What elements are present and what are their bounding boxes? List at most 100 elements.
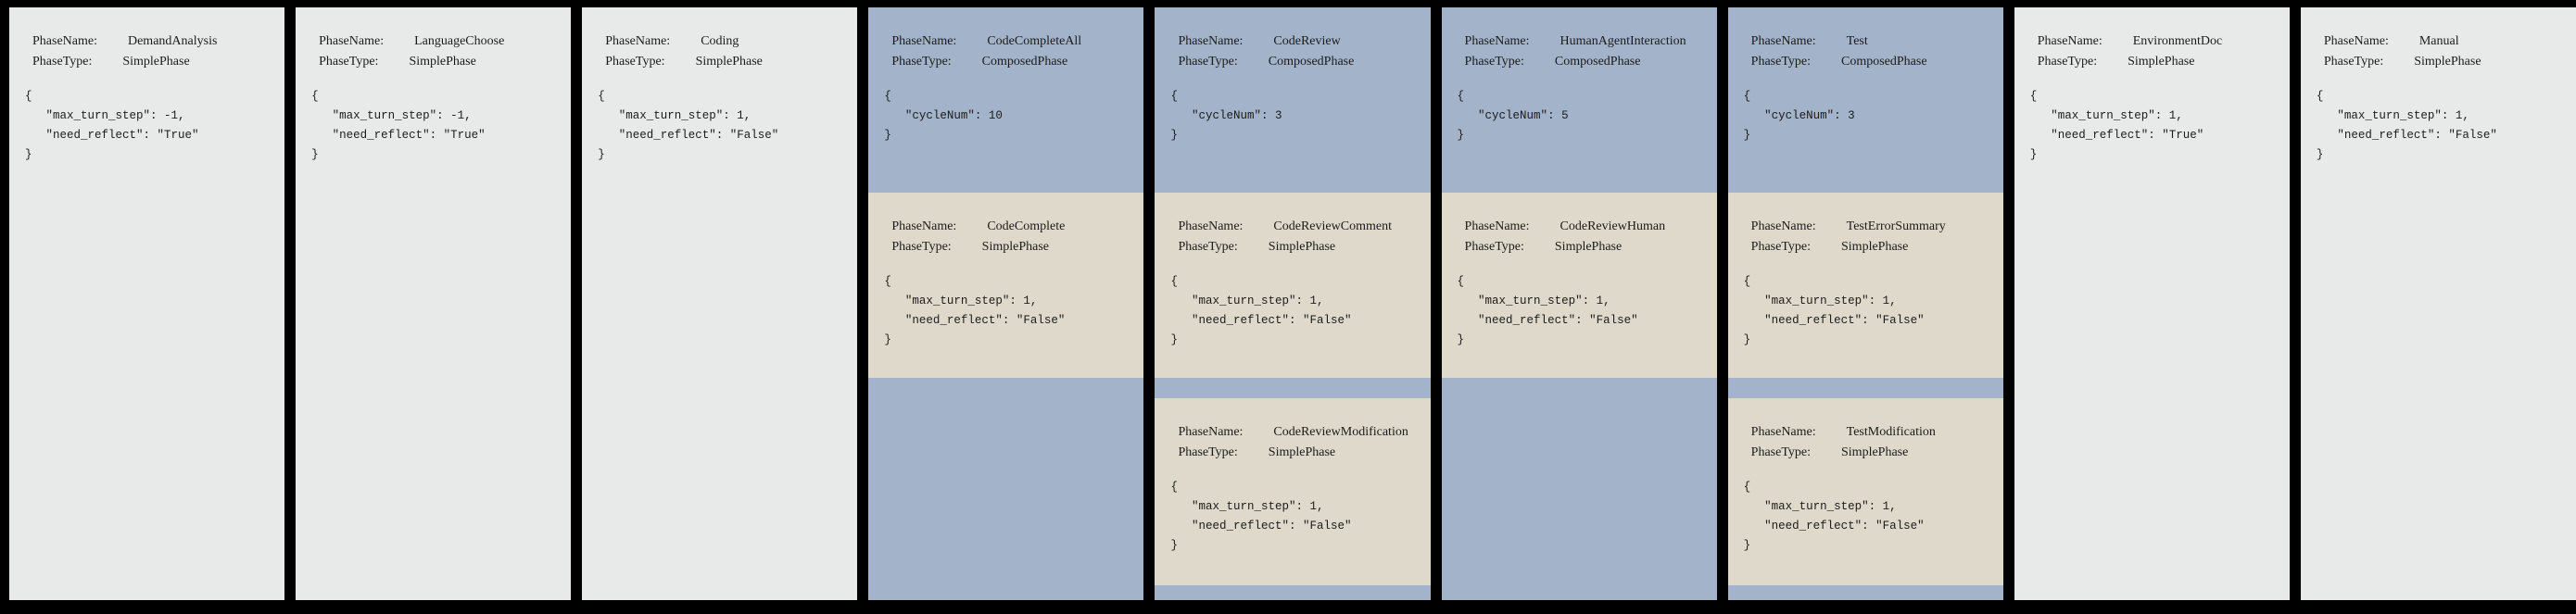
phase-type-value: SimplePhase [1268,240,1336,254]
phase-config-json: { "max_turn_step": 1, "need_reflect": "F… [598,90,779,161]
phase-card-test: PhaseName: Test PhaseType: ComposedPhase {… [1727,7,2003,600]
phase-name-row: PhaseName:LanguageChoose [319,31,563,52]
phase-name-row: PhaseName: HumanAgentInteraction [1465,31,1710,52]
phase-type-label: PhaseType: [2323,55,2384,69]
phase-name-label: PhaseName: [1464,219,1530,233]
phase-type-row: PhaseType:SimplePhase [319,52,563,72]
phase-name-row: PhaseName:CodeReviewModification [1178,422,1422,443]
card-content: PhaseName:Coding PhaseType:SimplePhase {… [582,7,857,165]
phase-card-code-complete-all: PhaseName:CodeCompleteAll PhaseType:Comp… [868,7,1144,600]
phase-name-label: PhaseName: [319,34,385,48]
phase-name-row: PhaseName:Coding [605,31,850,52]
phase-name-label: PhaseName: [1464,34,1530,48]
phase-card-code-complete: PhaseName:CodeComplete PhaseType:SimpleP… [868,193,1144,378]
phase-type-value: ComposedPhase [1841,55,1927,69]
phase-config-json: { "max_turn_step": 1, "need_reflect": "F… [884,275,1066,346]
phase-card-code-review-comment: PhaseName: CodeReviewComment PhaseType: Si… [1155,193,1431,378]
phase-name-label: PhaseName: [605,34,671,48]
card-content: PhaseName:CodeCompleteAll PhaseType:Comp… [868,7,1143,145]
phase-card-manual: PhaseName: Manual PhaseType:SimplePhase {… [2300,7,2576,600]
phase-type-label: PhaseType: [1178,240,1238,254]
composed-phase-header: PhaseName:Test PhaseType:ComposedPhase {… [1728,7,2003,193]
phase-name-label: PhaseName: [1178,425,1244,439]
phase-card-demand-analysis: PhaseName:DemandAnalysis PhaseType: Simpl… [9,7,285,600]
phase-type-label: PhaseType: [32,55,93,69]
phase-name-value: CodeComplete [987,219,1066,233]
phase-name-label: PhaseName: [891,219,957,233]
phase-name-label: PhaseName: [2037,34,2102,48]
phase-type-value: ComposedPhase [981,55,1068,69]
phase-card-test-modification: PhaseName:TestModification PhaseType:Sim… [1727,398,2003,585]
phase-config-json: { "cycleNum": 10 } [884,90,1003,142]
phase-type-label: PhaseType: [1464,240,1524,254]
phase-type-label: PhaseType: [605,55,665,69]
composed-phase-header: PhaseName:CodeReview PhaseType:ComposedP… [1155,7,1430,193]
phase-card-test-error-summary: PhaseName:TestErrorSummary PhaseType:Sim… [1727,193,2003,378]
phase-name-row: PhaseName: Manual [2324,31,2569,52]
phase-config-json: { "max_turn_step": 1, "need_reflect": "F… [1170,275,1352,346]
phase-type-label: PhaseType: [1750,445,1811,459]
phase-name-row: PhaseName:TestErrorSummary [1751,217,1996,237]
card-content: PhaseName: CodeReviewComment PhaseType: Si… [1155,193,1430,350]
card-content: PhaseName:LanguageChoose PhaseType:Simpl… [296,7,571,165]
phase-card-environment-doc: PhaseName:EnvironmentDoc PhaseType:Simpl… [2014,7,2290,600]
phase-name-label: PhaseName: [1178,219,1244,233]
phase-type-row: PhaseType: SimplePhase [32,52,277,72]
card-content: PhaseName: HumanAgentInteraction PhaseTyp… [1442,7,1717,145]
phase-type-value: SimplePhase [2128,55,2195,69]
phase-config-json: { "cycleNum": 3 } [1170,90,1282,142]
phase-name-label: PhaseName: [2323,34,2389,48]
phase-name-row: PhaseName: CodeReviewHuman [1465,217,1710,237]
phase-name-value: TestModification [1846,425,1936,439]
phase-name-row: PhaseName: CodeReviewComment [1178,217,1422,237]
phase-type-row: PhaseType:SimplePhase [1751,237,1996,257]
phase-name-value: Manual [2418,34,2459,48]
composed-phase-header: PhaseName:CodeCompleteAll PhaseType:Comp… [868,7,1143,193]
phase-type-row: PhaseType:ComposedPhase [1178,52,1422,72]
phase-type-row: PhaseType: SimplePhase [1465,237,1710,257]
phase-card-code-review-modification: PhaseName:CodeReviewModification PhaseTy… [1155,398,1431,585]
phase-type-value: SimplePhase [1268,445,1336,459]
phase-config-json: { "max_turn_step": 1, "need_reflect": "F… [1170,481,1352,552]
phase-type-row: PhaseType:SimplePhase [2324,52,2569,72]
phase-card-coding: PhaseName:Coding PhaseType:SimplePhase {… [582,7,858,600]
phase-type-label: PhaseType: [1464,55,1524,69]
card-content: PhaseName:TestErrorSummary PhaseType:Sim… [1728,193,2003,350]
phase-card-code-review: PhaseName:CodeReview PhaseType:ComposedP… [1155,7,1431,600]
phase-config-json: { "max_turn_step": 1, "need_reflect": "T… [2029,90,2204,161]
composed-phase-header: PhaseName: HumanAgentInteraction PhaseTyp… [1442,7,1717,193]
phase-name-row: PhaseName:DemandAnalysis [32,31,277,52]
phase-config-json: { "max_turn_step": 1, "need_reflect": "F… [1743,481,1925,552]
phase-config-json: { "max_turn_step": 1, "need_reflect": "F… [2316,90,2497,161]
phase-type-value: SimplePhase [1554,240,1623,254]
phase-type-label: PhaseType: [1750,240,1811,254]
phase-type-row: PhaseType: ComposedPhase [1751,52,1996,72]
phase-config-json: { "max_turn_step": -1, "need_reflect": "… [25,90,199,161]
card-content: PhaseName:DemandAnalysis PhaseType: Simpl… [9,7,284,165]
phase-config-json: { "max_turn_step": 1, "need_reflect": "F… [1743,275,1925,346]
phase-type-value: SimplePhase [122,55,190,69]
phase-name-value: CodeReviewComment [1273,219,1392,233]
phase-type-row: PhaseType:ComposedPhase [891,52,1136,72]
phase-config-json: { "max_turn_step": -1, "need_reflect": "… [311,90,486,161]
phase-config-json: { "cycleNum": 5 } [1457,90,1569,142]
card-content: PhaseName: Manual PhaseType:SimplePhase {… [2301,7,2576,165]
phase-name-value: Test [1846,34,1868,48]
phase-name-label: PhaseName: [1750,219,1816,233]
phase-name-value: CodeReviewHuman [1559,219,1666,233]
phase-name-row: PhaseName:CodeReview [1178,31,1422,52]
card-content: PhaseName:CodeComplete PhaseType:SimpleP… [868,193,1143,350]
phase-name-value: CodeReview [1273,34,1341,48]
phase-name-value: DemandAnalysis [127,34,218,48]
phase-name-row: PhaseName:CodeCompleteAll [891,31,1136,52]
phase-card-language-choose: PhaseName:LanguageChoose PhaseType:Simpl… [296,7,572,600]
card-content: PhaseName:CodeReviewModification PhaseTy… [1155,398,1430,556]
phase-name-value: CodeCompleteAll [987,34,1082,48]
phase-type-value: SimplePhase [1841,445,1909,459]
phase-type-row: PhaseType: SimplePhase [1178,237,1422,257]
phase-type-row: PhaseType:SimplePhase [2038,52,2282,72]
card-content: PhaseName:Test PhaseType:ComposedPhase {… [1728,7,2003,145]
phase-name-value: HumanAgentInteraction [1559,34,1686,48]
phase-type-label: PhaseType: [1750,55,1811,69]
